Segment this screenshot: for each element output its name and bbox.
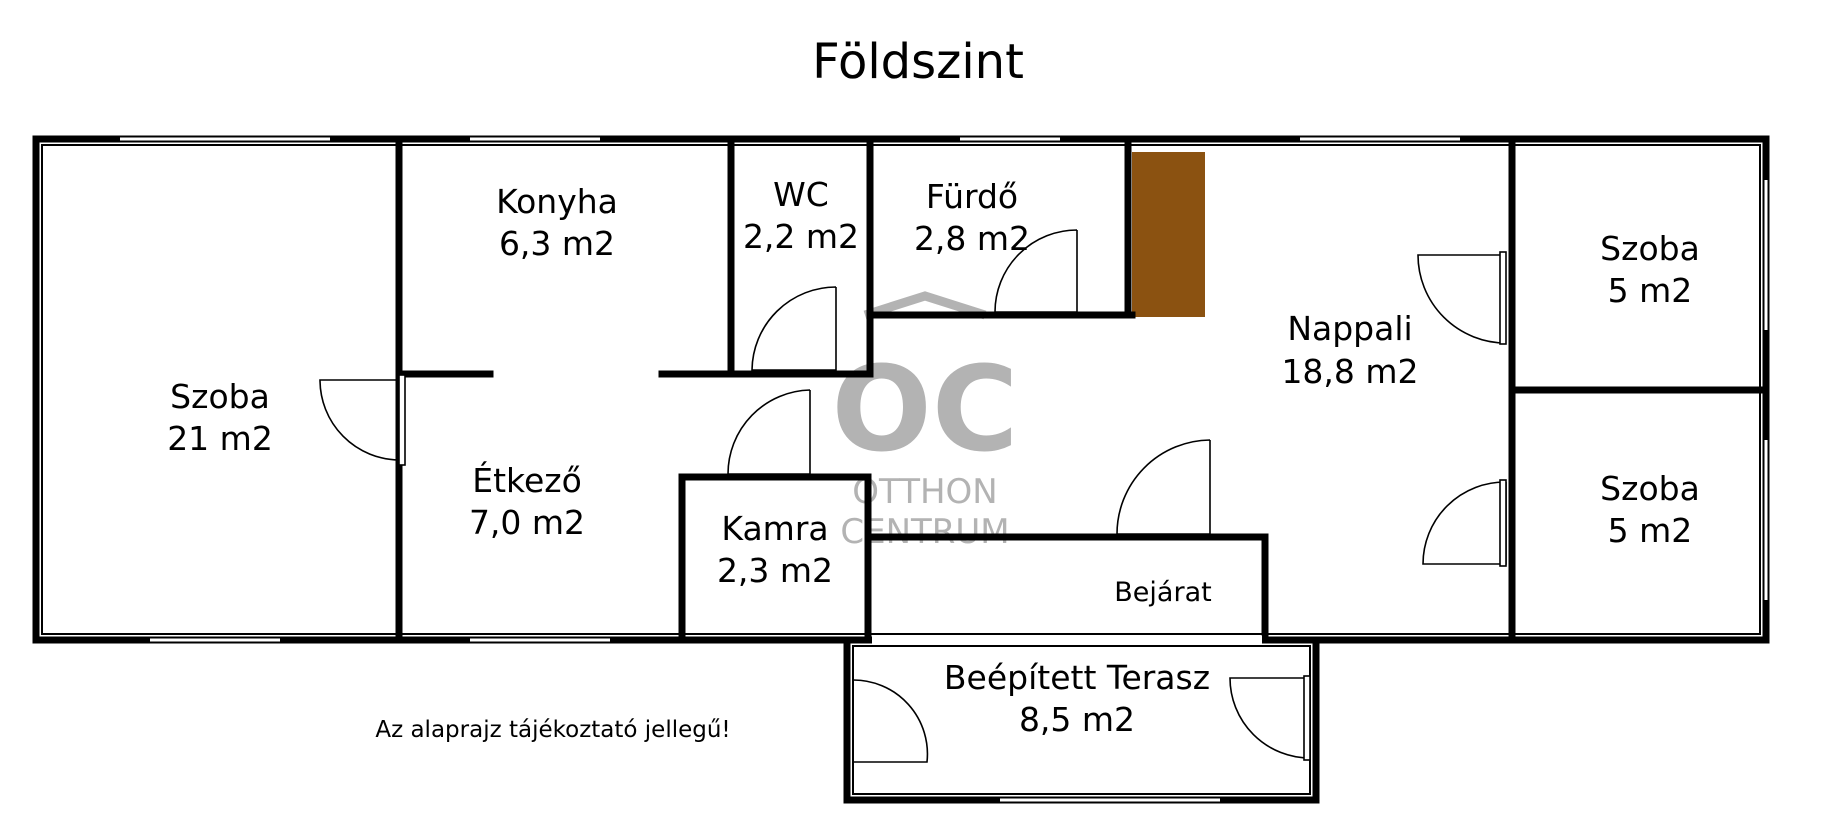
- room-wc-area: 2,2 m2: [743, 217, 859, 256]
- door-nappali-entry: [1116, 439, 1211, 535]
- room-etkezo-name: Étkező: [472, 460, 582, 500]
- room-furdo-name: Fürdő: [926, 177, 1018, 216]
- room-terasz-name: Beépített Terasz: [944, 658, 1210, 697]
- room-szoba-bottom-area: 5 m2: [1608, 511, 1693, 550]
- door-terasz-right: [1229, 675, 1311, 761]
- floor-title: Földszint: [812, 34, 1024, 90]
- door-terasz-left: [852, 679, 929, 763]
- disclaimer-note: Az alaprajz tájékoztató jellegű!: [375, 717, 730, 743]
- door-furdo: [994, 229, 1078, 313]
- windows: [120, 137, 1768, 802]
- door-wc: [751, 286, 837, 371]
- room-konyha-name: Konyha: [496, 182, 618, 221]
- room-szoba-big-name: Szoba: [170, 377, 270, 416]
- room-kamra-area: 2,3 m2: [717, 551, 833, 590]
- room-bejarat-name: Bejárat: [1114, 577, 1211, 608]
- room-kamra-name: Kamra: [721, 509, 828, 548]
- room-szoba-bottom-name: Szoba: [1600, 469, 1700, 508]
- room-labels: Szoba 21 m2 Konyha 6,3 m2 WC 2,2 m2 Fürd…: [167, 175, 1700, 739]
- otthon-centrum-watermark: OC OTTHON CENTRUM: [832, 291, 1019, 552]
- door-kamra: [727, 389, 811, 475]
- room-szoba-big-area: 21 m2: [167, 419, 273, 458]
- room-nappali-area: 18,8 m2: [1281, 352, 1418, 391]
- room-szoba-top-area: 5 m2: [1608, 271, 1693, 310]
- room-wc-name: WC: [773, 175, 829, 214]
- watermark-logo: OC: [832, 340, 1019, 478]
- watermark-roof-icon: [863, 291, 987, 320]
- chimney: [1132, 152, 1205, 317]
- walls: [32, 135, 1770, 804]
- door-szoba-big: [319, 374, 406, 466]
- doors: [319, 229, 1507, 763]
- room-nappali-name: Nappali: [1287, 309, 1412, 348]
- room-terasz-area: 8,5 m2: [1019, 700, 1135, 739]
- watermark-line1: OTTHON: [852, 472, 997, 512]
- room-szoba-top-name: Szoba: [1600, 229, 1700, 268]
- room-etkezo-area: 7,0 m2: [469, 503, 585, 542]
- door-szoba-top: [1417, 251, 1507, 345]
- room-konyha-area: 6,3 m2: [499, 224, 615, 263]
- door-szoba-bottom: [1422, 479, 1507, 567]
- room-furdo-area: 2,8 m2: [914, 219, 1030, 258]
